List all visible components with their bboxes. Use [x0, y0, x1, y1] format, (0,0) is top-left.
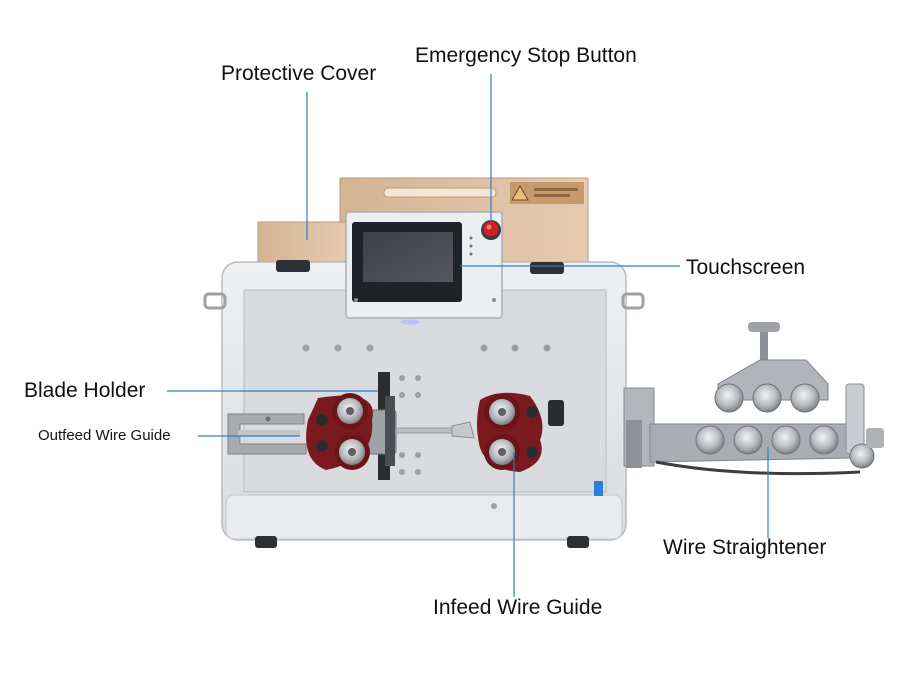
left-roller-pair: [306, 393, 373, 470]
label-infeed-wire-guide: Infeed Wire Guide: [433, 596, 603, 619]
outfeed-guide-part: [227, 413, 307, 455]
right-roller-pair: [477, 392, 564, 472]
label-protective-cover: Protective Cover: [221, 62, 377, 85]
emergency-stop-knob: [483, 221, 499, 237]
label-outfeed-wire-guide: Outfeed Wire Guide: [38, 427, 171, 444]
label-emergency-stop-button: Emergency Stop Button: [415, 44, 637, 67]
label-wire-straightener: Wire Straightener: [663, 536, 827, 559]
leader-lines: [167, 74, 769, 597]
label-touchscreen: Touchscreen: [686, 256, 806, 279]
touchscreen-display: [363, 232, 453, 282]
wire-straightener-part: [623, 322, 884, 476]
blade-holder-part: [367, 372, 397, 480]
control-box: [345, 211, 503, 325]
wire-feed-path: [395, 421, 475, 439]
warning-sticker: [510, 182, 584, 204]
label-blade-holder: Blade Holder: [24, 379, 146, 402]
